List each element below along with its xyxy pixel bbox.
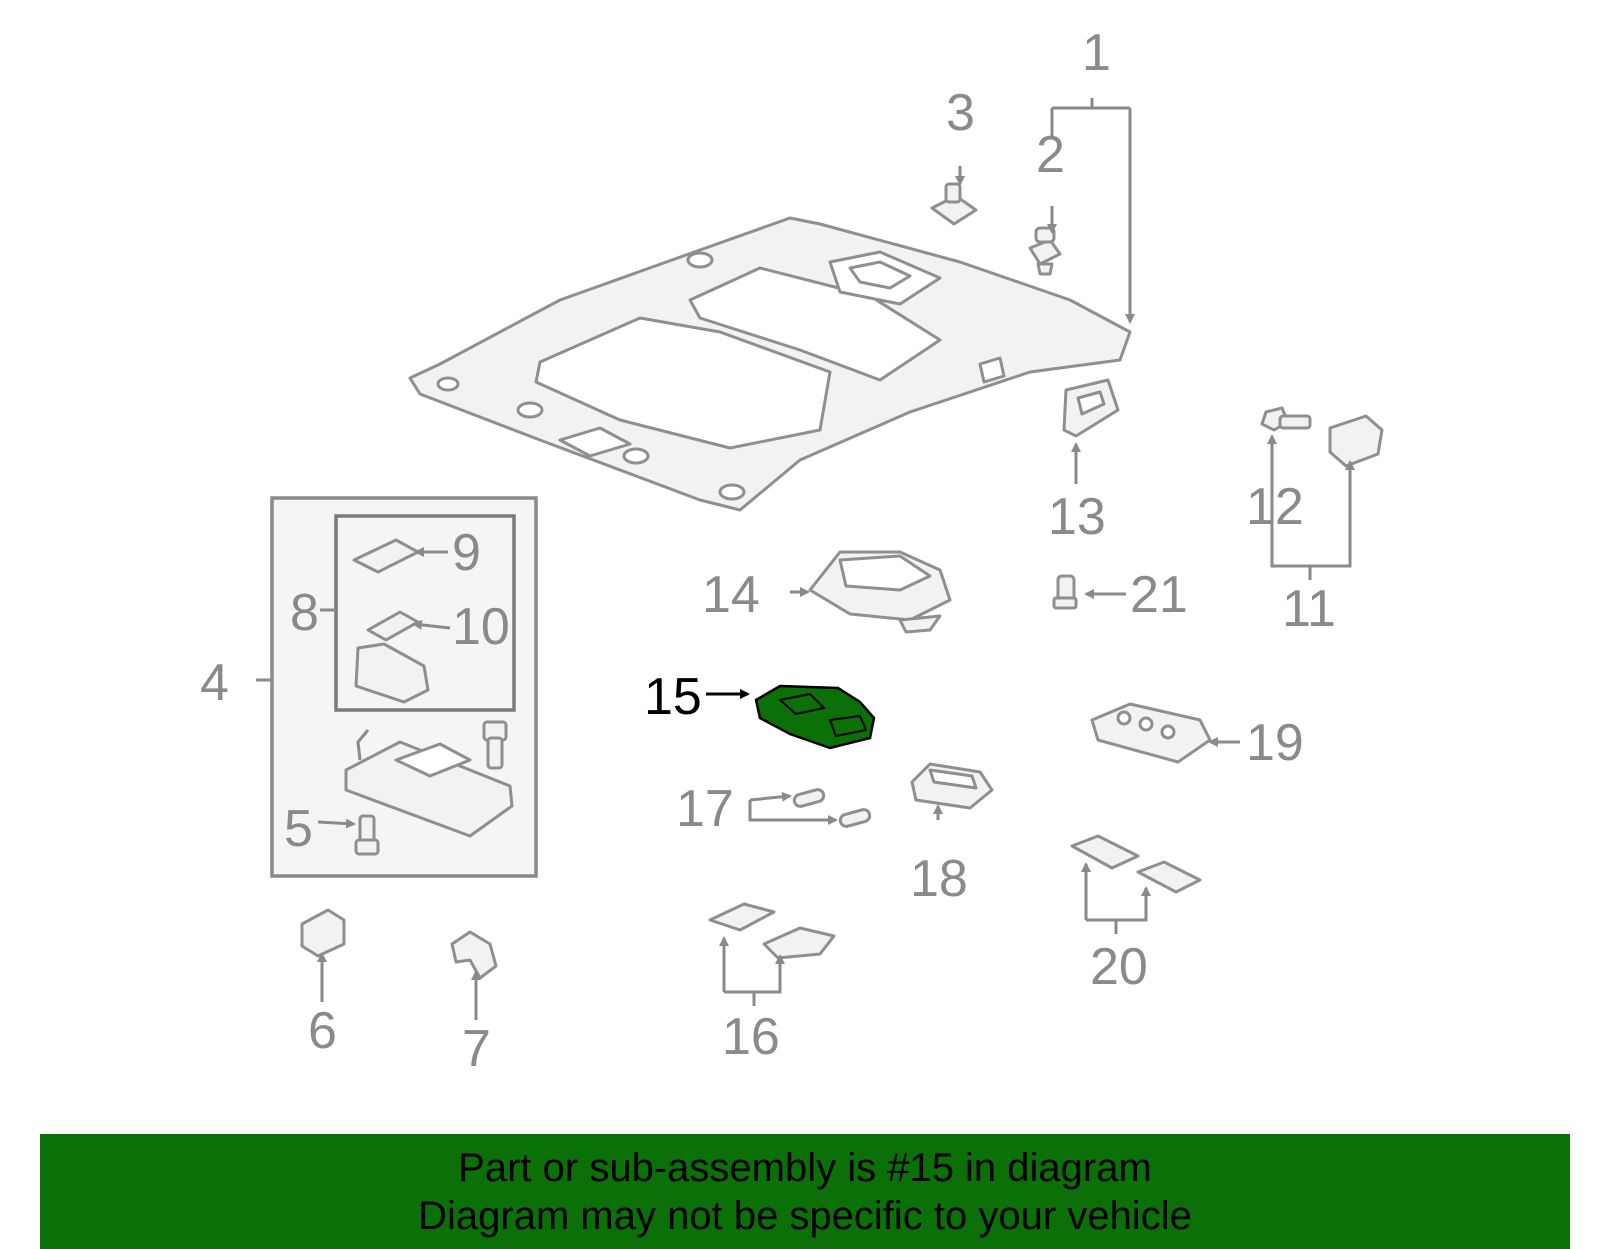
callout-12: 12 <box>1246 478 1304 536</box>
cap-part-11[interactable] <box>1328 414 1384 468</box>
clip-part-3[interactable] <box>930 182 978 226</box>
callout-9: 9 <box>452 524 481 582</box>
bolt-part-21[interactable] <box>1052 574 1078 610</box>
lens-part-20a[interactable] <box>1070 834 1140 870</box>
callout-20: 20 <box>1090 938 1148 996</box>
clip-part-2[interactable] <box>1028 226 1062 276</box>
callout-3: 3 <box>946 84 975 142</box>
bolt-part-12[interactable] <box>1260 406 1312 432</box>
callout-8: 8 <box>290 584 319 642</box>
holder-part-6[interactable] <box>300 908 346 958</box>
lens-part-16a[interactable] <box>708 902 776 932</box>
callout-19: 19 <box>1246 714 1304 772</box>
lamp-part-18[interactable] <box>910 762 994 810</box>
bulb-part-17b[interactable] <box>838 808 872 828</box>
console-part-19[interactable] <box>1090 702 1212 764</box>
info-banner: Part or sub-assembly is #15 in diagram D… <box>40 1134 1570 1249</box>
screw-part-visor[interactable] <box>482 720 508 770</box>
callout-11: 11 <box>1282 580 1336 638</box>
hook-part-7[interactable] <box>450 930 498 980</box>
callout-15: 15 <box>644 668 702 726</box>
grab-handle-part-13[interactable] <box>1062 378 1120 438</box>
callout-6: 6 <box>308 1002 337 1060</box>
callout-1: 1 <box>1082 24 1111 82</box>
callout-4: 4 <box>200 654 229 712</box>
callout-16: 16 <box>722 1008 780 1066</box>
callout-21: 21 <box>1130 566 1188 624</box>
callout-10: 10 <box>452 598 510 656</box>
headliner-part[interactable] <box>408 216 1132 512</box>
callout-7: 7 <box>462 1020 491 1078</box>
bulb-part-17a[interactable] <box>792 788 826 808</box>
screw-part-5[interactable] <box>354 814 380 856</box>
banner-line-2: Diagram may not be specific to your vehi… <box>418 1194 1192 1238</box>
callout-14: 14 <box>702 566 760 624</box>
switch-part-15-highlighted[interactable] <box>754 684 876 750</box>
visor-body[interactable] <box>344 729 514 838</box>
mirror-part-8[interactable] <box>354 642 430 704</box>
callout-13: 13 <box>1048 488 1106 546</box>
callout-17: 17 <box>676 780 734 838</box>
callout-2: 2 <box>1036 126 1065 184</box>
callout-18: 18 <box>910 850 968 908</box>
banner-line-1: Part or sub-assembly is #15 in diagram <box>458 1146 1152 1190</box>
lens-part-20b[interactable] <box>1136 860 1202 894</box>
lens-part-16b[interactable] <box>762 926 836 960</box>
callout-5: 5 <box>284 800 313 858</box>
map-lamp-part-14[interactable] <box>808 550 952 634</box>
